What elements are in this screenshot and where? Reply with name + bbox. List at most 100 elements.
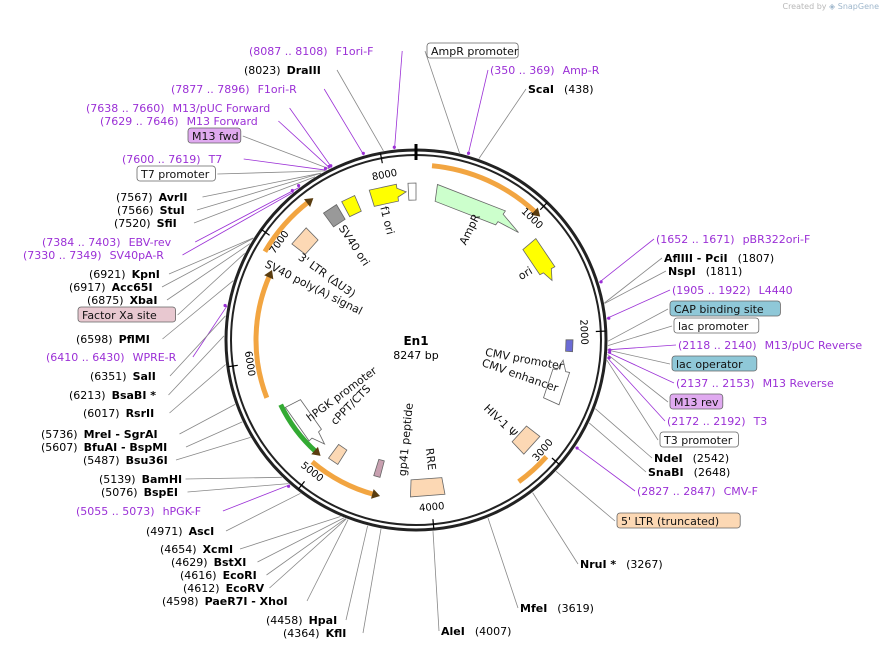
label-t3-promoter[interactable]: T3 promoter (659, 431, 739, 448)
label-mfei-leader (487, 517, 519, 609)
label-pcii-enzyme: AflIII - PciI (664, 252, 728, 265)
label-bsabi[interactable]: (6213)BsaBI * (69, 389, 156, 402)
label-cap-site-text: CAP binding site (674, 303, 764, 316)
label-m13-forward[interactable]: (7629 .. 7646)M13 Forward (100, 115, 331, 169)
label-stui[interactable]: (7566)StuI (117, 204, 185, 217)
label-f1ori-f[interactable]: (8087 .. 8108)F1ori-F (249, 45, 396, 149)
label-ecorv[interactable]: (4612)EcoRV (183, 582, 265, 595)
green-arc-hpgk[interactable] (278, 403, 318, 454)
label-xhoi[interactable]: (4598)PaeR7I - XhoI (162, 595, 288, 608)
label-ecori[interactable]: (4616)EcoRI (180, 569, 257, 582)
label-m13-reverse-text: (2137 .. 2153)M13 Reverse (676, 377, 834, 390)
feature-lac-cluster[interactable] (565, 339, 574, 353)
label-l4440[interactable]: (1905 .. 1922)L4440 (607, 284, 793, 320)
label-m13puc-forward-name: M13/pUC Forward (173, 102, 271, 115)
label-f1ori-f-marker (392, 145, 396, 149)
label-t7-range: (7600 .. 7619) (122, 153, 201, 166)
label-lac-promoter[interactable]: lac promoter (673, 317, 760, 334)
label-t3[interactable]: (2172 .. 2192)T3 (607, 356, 768, 428)
label-bspmi[interactable]: (5607)BfuAI - BspMI (41, 441, 167, 454)
orange-arc-vector-top[interactable] (517, 455, 549, 484)
label-kpni[interactable]: (6921)KpnI (89, 268, 160, 281)
label-nrui-text: NruI *(3267) (580, 558, 663, 571)
label-avrii[interactable]: (7567)AvrII (116, 191, 187, 204)
label-t7[interactable]: (7600 .. 7619)T7 (122, 153, 328, 171)
label-m13puc-forward[interactable]: (7638 .. 7660)M13/pUC Forward (86, 102, 333, 168)
label-ndei-leader (595, 408, 653, 459)
label-m13puc-reverse[interactable]: (2118 .. 2140)M13/pUC Reverse (608, 339, 862, 352)
label-bspei[interactable]: (5076)BspEI (101, 486, 178, 499)
label-ampr-promoter[interactable]: AmpR promoter (426, 42, 519, 59)
label-m13-fwd[interactable]: M13 fwd (187, 127, 242, 144)
label-bspmi-pos: (5607) (41, 441, 78, 454)
label-sali-enzyme: SalI (133, 370, 156, 383)
feature-sv40-pa[interactable] (322, 204, 346, 228)
label-ebv-rev[interactable]: (7384 .. 7403)EBV-rev (42, 183, 301, 249)
label-srgai[interactable]: (5736)MreI - SgrAI (41, 428, 158, 441)
label-sfii-leader (193, 176, 316, 224)
label-hpai-leader (345, 525, 368, 621)
label-nrui[interactable]: NruI *(3267) (580, 558, 663, 571)
label-factor-xa[interactable]: Factor Xa site (77, 306, 176, 323)
label-hpai[interactable]: (4458)HpaI (266, 614, 337, 627)
label-f1ori-r[interactable]: (7877 .. 7896)F1ori-R (171, 83, 365, 155)
label-m13-rev[interactable]: M13 rev (669, 393, 724, 410)
label-scai[interactable]: ScaI(438) (528, 83, 594, 96)
label-mfei[interactable]: MfeI(3619) (520, 602, 594, 615)
label-alei[interactable]: AleI(4007) (441, 625, 511, 638)
feature-cmv-promoter[interactable] (543, 359, 571, 406)
label-draiii[interactable]: (8023)DraIII (244, 64, 321, 77)
label-wpre-r-range: (6410 .. 6430) (46, 351, 125, 364)
feature-3ltr[interactable] (291, 227, 319, 255)
label-amp-r[interactable]: (350 .. 369)Amp-R (466, 64, 600, 155)
label-pflmi[interactable]: (6598)PflMI (76, 333, 150, 346)
label-m13puc-forward-text: (7638 .. 7660)M13/pUC Forward (86, 102, 270, 115)
label-asci[interactable]: (4971)AscI (146, 525, 214, 538)
label-lac-operator[interactable]: lac operator (671, 355, 758, 372)
label-acc65i[interactable]: (6917)Acc65I (69, 281, 153, 294)
feature-cppt[interactable] (327, 443, 348, 466)
label-ndei[interactable]: NdeI(2542) (654, 452, 729, 465)
label-xcmi[interactable]: (4654)XcmI (160, 543, 233, 556)
feature-f1-ori[interactable] (368, 183, 408, 207)
label-cap-site[interactable]: CAP binding site (669, 300, 781, 317)
label-xbai[interactable]: (6875)XbaI (87, 294, 157, 307)
feature-gp41[interactable] (373, 458, 385, 478)
plasmid-name[interactable]: En1 (403, 334, 428, 348)
label-5ltr[interactable]: 5' LTR (truncated) (616, 512, 741, 529)
feature-rre[interactable] (410, 477, 446, 498)
label-hpgk-f[interactable]: (5055 .. 5073)hPGK-F (76, 484, 291, 518)
orange-arc-ampr[interactable] (431, 163, 538, 215)
label-kfli[interactable]: (4364)KflI (283, 627, 346, 640)
feature-ampr[interactable] (434, 183, 519, 233)
feature-hiv-psi[interactable] (511, 425, 541, 455)
label-m13-reverse[interactable]: (2137 .. 2153)M13 Reverse (608, 350, 834, 390)
orange-arc-bottom[interactable] (310, 459, 375, 497)
label-bstxi[interactable]: (4629)BstXI (171, 556, 246, 569)
orange-arc-left[interactable] (253, 274, 272, 399)
label-rsrii[interactable]: (6017)RsrII (83, 407, 154, 420)
label-sfii[interactable]: (7520)SfiI (114, 217, 177, 230)
label-f1ori-f-range: (8087 .. 8108) (249, 45, 328, 58)
label-bamhi[interactable]: (5139)BamHI (99, 473, 182, 486)
label-t7-promoter[interactable]: T7 promoter (136, 165, 216, 182)
feature-sv40-ori[interactable] (341, 194, 362, 218)
feature-ori[interactable] (522, 237, 556, 282)
label-lac-promoter-text: lac promoter (678, 320, 749, 333)
label-amp-r-leader (467, 69, 489, 156)
label-wpre-r[interactable]: (6410 .. 6430)WPRE-R (46, 303, 227, 364)
label-bsu36i[interactable]: (5487)Bsu36I (83, 454, 168, 467)
label-snabi[interactable]: SnaBI(2648) (648, 466, 730, 479)
label-t7-marker (323, 166, 328, 171)
feature-origin-promoter[interactable] (407, 182, 417, 201)
label-pbr322ori-f[interactable]: (1652 .. 1671)pBR322ori-F (599, 233, 810, 284)
label-sv40pa-r[interactable]: (7330 .. 7349)SV40pA-R (23, 188, 294, 262)
label-cmv-f[interactable]: (2827 .. 2847)CMV-F (575, 446, 758, 498)
feature-hpgk-promoter[interactable] (284, 399, 326, 445)
label-nspi[interactable]: NspI(1811) (668, 265, 742, 278)
orange-arc-upper-left[interactable] (262, 199, 311, 253)
label-pcii[interactable]: AflIII - PciI(1807) (664, 252, 774, 265)
label-xbai-leader (166, 243, 251, 301)
label-bspei-pos: (5076) (101, 486, 138, 499)
label-sali[interactable]: (6351)SalI (90, 370, 156, 383)
